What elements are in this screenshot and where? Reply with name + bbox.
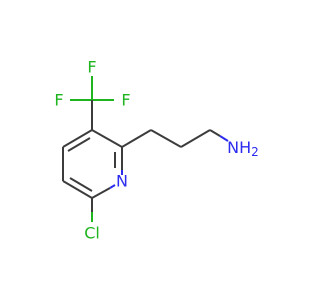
- chain-bond-2: [150, 129, 182, 148]
- pyridine-ring: [62, 129, 123, 199]
- atom-label-nh2-subscript: 2: [251, 145, 259, 159]
- chain-bond-4-blue: [219, 135, 229, 142]
- atom-label-f-left: F: [54, 91, 63, 110]
- atom-label-f-right: F: [121, 91, 130, 110]
- atom-labels: F F F N Cl NH2: [54, 58, 258, 243]
- ring-bond-c2-c3: [91, 129, 123, 148]
- ring-bond-c6-n-blue: [109, 184, 116, 189]
- ring-bond-c5-c6-inner: [69, 177, 93, 192]
- propyl-chain: [121, 129, 229, 148]
- atom-label-f-top: F: [87, 58, 96, 77]
- ring-bond-c6-n: [91, 187, 111, 199]
- atom-label-n-ring: N: [116, 172, 128, 191]
- ring-bond-c3-c4-inner: [67, 137, 91, 152]
- molecule-structure: F F F N Cl NH2: [54, 58, 258, 243]
- atom-label-cl: Cl: [84, 224, 100, 243]
- chain-bond-1: [121, 129, 152, 148]
- trifluoromethyl-bonds: [70, 76, 114, 130]
- ring-bond-c5-c6: [62, 180, 93, 199]
- chain-bond-3: [180, 129, 211, 148]
- chain-bond-4-dark: [209, 129, 221, 137]
- atom-label-nh: NH: [227, 138, 251, 157]
- atom-label-nh2: NH2: [227, 138, 259, 160]
- ring-bond-c3-c4: [62, 129, 93, 148]
